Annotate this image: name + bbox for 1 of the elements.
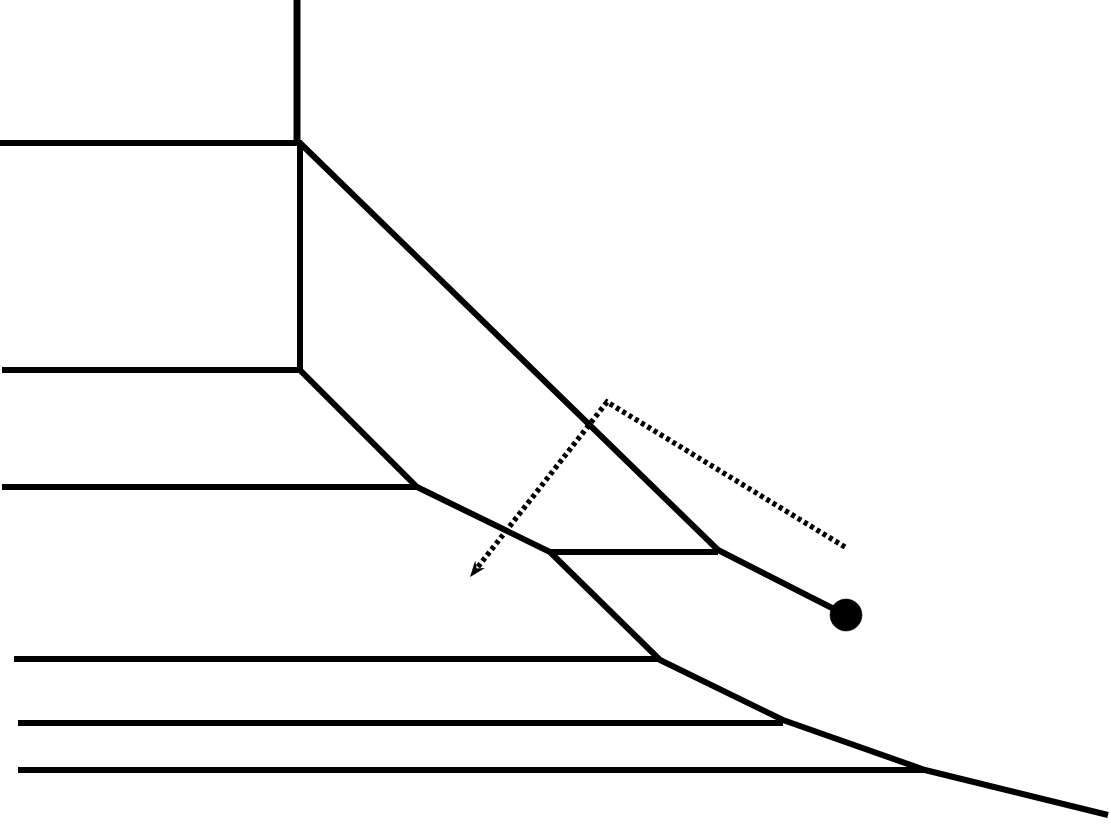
dot xyxy=(829,598,863,632)
